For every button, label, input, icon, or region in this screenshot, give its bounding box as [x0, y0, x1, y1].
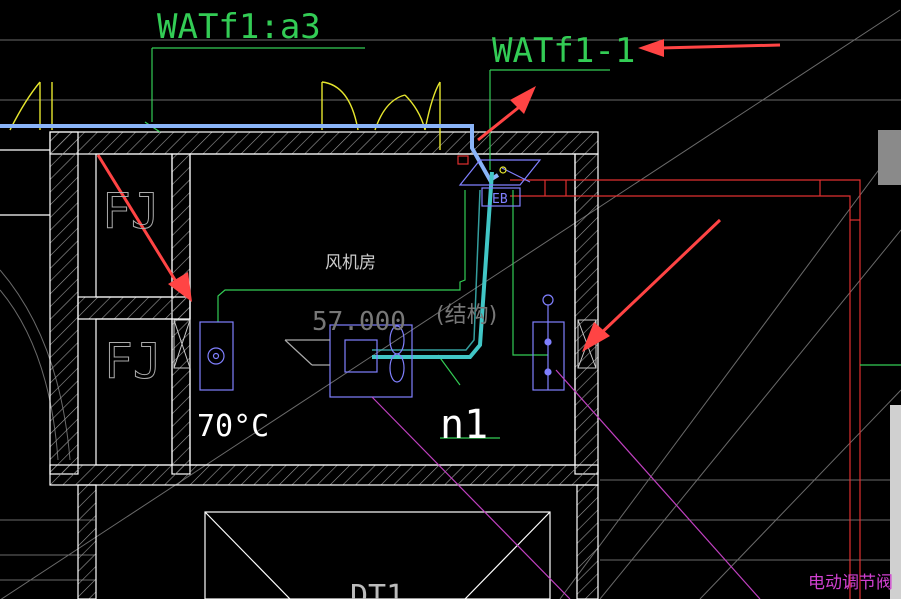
- fan-unit[interactable]: [284, 324, 413, 398]
- building-walls: [49, 131, 599, 599]
- eb-unit[interactable]: [457, 155, 542, 207]
- damper-note: 电动调节阀: [808, 573, 893, 593]
- arrow-left: [96, 154, 192, 302]
- tag-top-right: WATf1-1: [492, 31, 635, 71]
- room-outlines: [0, 149, 576, 599]
- mark-n1: n1: [440, 402, 488, 448]
- struct-note: (结构): [436, 303, 497, 328]
- green-lines: [144, 47, 901, 439]
- red-duct-lines: [510, 179, 861, 599]
- teal-pipe: [372, 171, 494, 359]
- eb-tag: EB: [492, 192, 508, 207]
- fire-damper[interactable]: [199, 321, 234, 391]
- arrow-right: [582, 218, 722, 352]
- room-name: 风机房: [325, 253, 376, 273]
- temperature-label: 70°C: [197, 409, 269, 444]
- magenta-lines: [371, 369, 761, 599]
- annotation-arrows: [96, 39, 781, 352]
- scroll-thumb[interactable]: [878, 130, 901, 185]
- arrow-top-right: [638, 39, 781, 57]
- side-panel-edge: [890, 405, 901, 599]
- arrow-up: [477, 86, 536, 142]
- tag-top-left: WATf1:a3: [157, 7, 321, 47]
- fj-label-lower: FJ: [104, 334, 162, 390]
- electric-damper[interactable]: [532, 294, 565, 391]
- elevation-label: 57.000: [312, 307, 406, 337]
- dt1-label: DT1: [350, 579, 404, 599]
- fj-label-upper: FJ: [102, 184, 160, 240]
